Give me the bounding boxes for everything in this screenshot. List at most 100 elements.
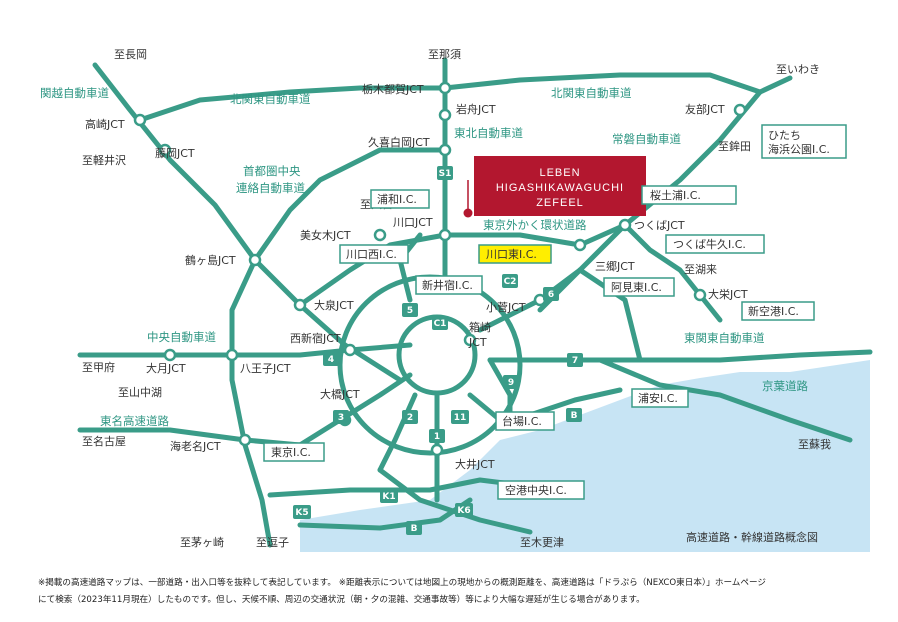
road-kenodo-2: 連絡自動車道	[236, 181, 305, 195]
jct-bijogi: 美女木JCT	[300, 228, 351, 242]
road-tomei: 東名高速道路	[100, 414, 169, 428]
ic-sakuratsuchiura: 桜土浦I.C.	[641, 185, 737, 205]
svg-text:1: 1	[434, 432, 440, 442]
svg-text:K1: K1	[382, 492, 395, 502]
road-tohoku: 東北自動車道	[454, 126, 523, 140]
jct-hachioji: 八王子JCT	[240, 362, 291, 375]
svg-text:ひたち: ひたち	[768, 129, 801, 142]
dest-naganohara: 至長岡	[114, 48, 147, 61]
dest-kofu: 至甲府	[82, 360, 115, 374]
svg-text:桜土浦I.C.: 桜土浦I.C.	[650, 188, 701, 202]
jct-kukishiraoka: 久喜白岡JCT	[368, 135, 430, 149]
dest-kohoku: 至湖来	[684, 263, 717, 276]
jct-kosuge: 小菅JCT	[486, 301, 526, 314]
ic-tokyo: 東京I.C.	[263, 442, 325, 462]
jct-misato: 三郷JCT	[595, 259, 635, 273]
svg-text:2: 2	[407, 413, 413, 423]
svg-text:阿見東I.C.: 阿見東I.C.	[611, 281, 662, 294]
svg-text:9: 9	[508, 378, 514, 388]
brand-line2: HIGASHIKAWAGUCHI	[496, 182, 624, 194]
svg-text:台場I.C.: 台場I.C.	[502, 414, 542, 428]
dest-chigasaki: 至茅ヶ崎	[180, 535, 224, 549]
road-higashikanto: 東関東自動車道	[684, 331, 765, 345]
dest-zushi: 至逗子	[256, 536, 289, 549]
shield-3: 3	[333, 410, 349, 424]
footnote: ※掲載の高速道路マップは、一部道路・出入口等を抜粋して表記しています。 ※距離表…	[38, 575, 868, 609]
shield-b-lower: B	[406, 521, 422, 535]
shield-b-upper: B	[566, 408, 582, 422]
jct-tochigitsuga: 栃木都賀JCT	[362, 82, 424, 96]
shield-5: 5	[402, 303, 418, 317]
road-gaikan: 東京外かく環状道路	[483, 218, 587, 232]
road-joban: 常磐自動車道	[612, 132, 681, 146]
jct-hakozaki-2: JCT	[468, 336, 487, 349]
jct-tsurugashima: 鶴ヶ島JCT	[185, 253, 236, 267]
jct-nishishinjuku: 西新宿JCT	[290, 331, 341, 345]
shield-2: 2	[402, 410, 418, 424]
svg-text:つくば牛久I.C.: つくば牛久I.C.	[673, 237, 746, 251]
brand-line3: ZEFEEL	[536, 197, 584, 209]
footnote-line1: ※掲載の高速道路マップは、一部道路・出入口等を抜粋して表記しています。 ※距離表…	[38, 578, 766, 588]
dest-yamanaka: 至山中湖	[118, 386, 162, 399]
ic-daiba: 台場I.C.	[495, 411, 555, 431]
svg-text:川口西I.C.: 川口西I.C.	[346, 248, 397, 261]
road-kanetsu: 関越自動車道	[40, 86, 109, 100]
jct-tsukuba: つくばJCT	[634, 219, 685, 232]
shield-k5: K5	[293, 505, 311, 519]
shield-1: 1	[429, 429, 445, 443]
svg-text:4: 4	[328, 355, 334, 365]
junction-nodes	[133, 81, 747, 457]
svg-text:C2: C2	[504, 277, 517, 287]
svg-text:海浜公園I.C.: 海浜公園I.C.	[768, 142, 830, 156]
ic-kukochuo: 空港中央I.C.	[497, 480, 585, 500]
dest-sogo: 至蘇我	[798, 438, 831, 451]
jct-fujioka: 藤岡JCT	[155, 147, 195, 160]
svg-text:K6: K6	[457, 506, 470, 516]
svg-text:5: 5	[407, 306, 413, 316]
shield-9: 9	[503, 375, 519, 389]
svg-text:B: B	[571, 411, 578, 421]
shield-k1: K1	[380, 489, 398, 503]
brand-line1: LEBEN	[539, 167, 580, 179]
shield-7: 7	[567, 353, 583, 367]
map-title: 高速道路・幹線道路概念図	[686, 530, 818, 544]
ic-tsukubaushiku: つくば牛久I.C.	[665, 234, 765, 254]
svg-text:B: B	[411, 524, 418, 534]
shield-k6: K6	[455, 503, 473, 517]
ic-shinisuku: 新井宿I.C.	[415, 275, 483, 295]
ic-amihigashi: 阿見東I.C.	[603, 277, 675, 297]
dest-iwaki: 至いわき	[776, 63, 820, 76]
route-shields: S1 C1 C2 4 5 6 7 9 2 3 11 1 B K1 K5 K6 B	[293, 166, 583, 535]
svg-text:3: 3	[338, 413, 344, 423]
svg-text:浦安I.C.: 浦安I.C.	[638, 391, 678, 405]
svg-text:空港中央I.C.: 空港中央I.C.	[505, 483, 567, 497]
dest-kamata: 至鉾田	[718, 139, 751, 153]
jct-oi: 大井JCT	[455, 457, 495, 471]
road-kitakanto-left: 北関東自動車道	[230, 92, 311, 106]
ic-kawaguchinishi: 川口西I.C.	[339, 244, 409, 264]
jct-hakozaki-1: 箱崎	[469, 320, 491, 334]
ic-kawaguchihigashi: 川口東I.C.	[478, 244, 552, 264]
jct-tomobe: 友部JCT	[685, 102, 725, 116]
svg-text:11: 11	[454, 413, 467, 423]
jct-otsuki: 大月JCT	[146, 361, 186, 375]
road-kitakanto-right: 北関東自動車道	[551, 86, 632, 100]
svg-text:C1: C1	[434, 319, 447, 329]
dest-karuizawa: 至軽井沢	[82, 153, 126, 167]
jct-ebina: 海老名JCT	[170, 439, 221, 453]
jct-takasaki: 高崎JCT	[85, 117, 125, 131]
dest-kisarazu: 至木更津	[520, 536, 564, 549]
road-chuo: 中央自動車道	[147, 330, 216, 344]
shield-c2: C2	[502, 274, 518, 288]
svg-text:新井宿I.C.: 新井宿I.C.	[422, 278, 473, 292]
shield-c1: C1	[432, 316, 448, 330]
jct-ohei: 大栄JCT	[708, 287, 748, 301]
svg-text:浦和I.C.: 浦和I.C.	[377, 193, 417, 206]
ic-urayasu: 浦安I.C.	[631, 388, 689, 408]
shield-11: 11	[451, 410, 469, 424]
footnote-line2: にて検索（2023年11月現在）したものです。但し、天候不順、周辺の交通状況（朝…	[38, 595, 645, 605]
road-keiyo: 京葉道路	[762, 379, 808, 393]
shield-s1: S1	[437, 166, 453, 180]
dest-nasu: 至那須	[428, 48, 461, 61]
road-kenodo-1: 首都圏中央	[243, 164, 301, 178]
